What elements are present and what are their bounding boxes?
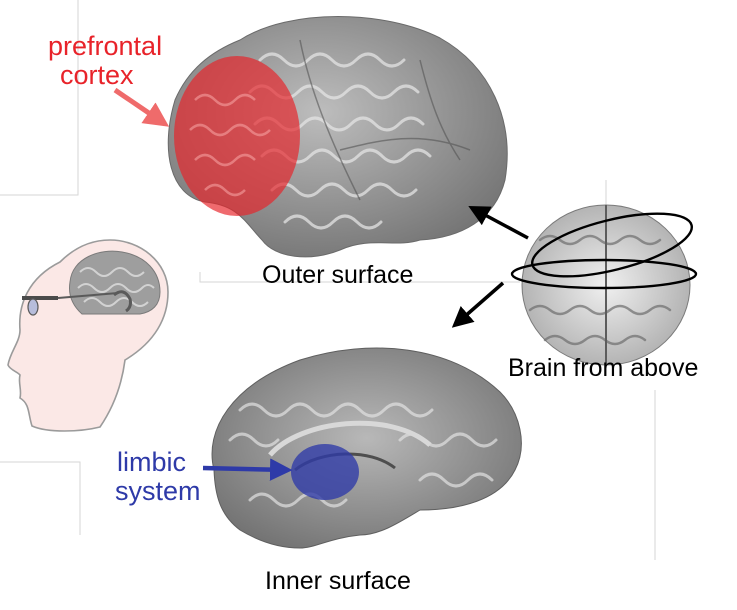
prefrontal-label-line2: cortex [60,60,134,91]
arrow-limbic [202,458,293,481]
brain-from-above [510,204,698,366]
limbic-label-line1: limbic [117,447,187,477]
inner-surface-brain [211,347,522,549]
outer-surface-label: Outer surface [262,261,414,289]
inner-surface-label: Inner surface [265,567,411,595]
prefrontal-cortex-highlight [174,56,300,216]
limbic-system-highlight [291,444,359,500]
limbic-system-label: limbic system [115,447,201,507]
prefrontal-cortex-label: prefrontal cortex [48,31,163,91]
prefrontal-label-line1: prefrontal [48,31,163,61]
arrow-to-inner-surface [451,281,505,328]
brain-from-above-label: Brain from above [508,354,699,382]
arrow-to-outer-surface [468,206,529,240]
head-profile-icon [7,239,169,432]
limbic-label-line2: system [115,476,201,507]
background-guide-lines [0,0,656,560]
arrow-prefrontal [113,87,170,127]
